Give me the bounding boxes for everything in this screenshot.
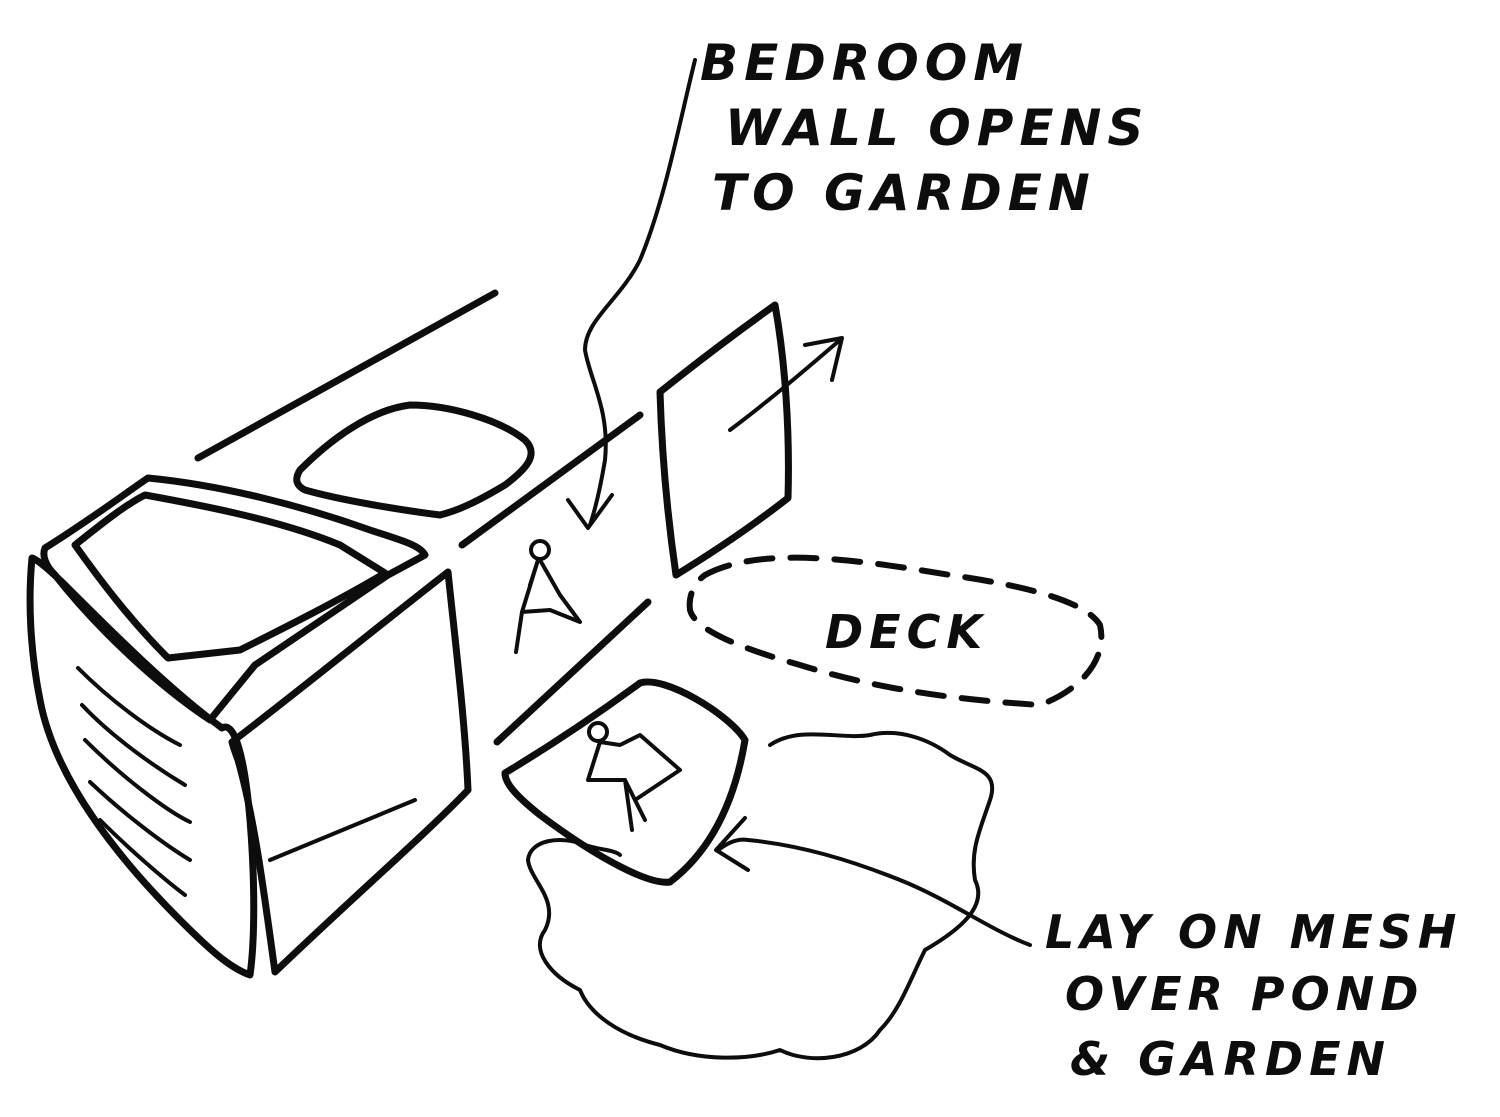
bedroom-note-line-1: BEDROOM — [700, 34, 1029, 92]
bedroom-note-line-3: TO GARDEN — [712, 164, 1096, 222]
corridor-line-lower — [493, 598, 652, 746]
hatch-line — [80, 703, 187, 787]
mesh-note: LAY ON MESH OVER POND & GARDEN — [1045, 905, 1462, 1086]
mesh-leader-arrow-icon — [714, 816, 1032, 947]
standing-person-icon — [514, 539, 582, 654]
mesh-note-line-3: & GARDEN — [1070, 1032, 1391, 1086]
corridor-line-upper — [458, 411, 644, 549]
bedroom-wall-panel — [656, 301, 844, 579]
roof-edge-line — [194, 289, 499, 462]
wall-open-arrow-icon — [728, 336, 844, 432]
block-right-face — [228, 568, 472, 976]
wall-panel-outline — [656, 301, 792, 579]
pond-garden — [501, 678, 1032, 1061]
mesh-note-line-2: OVER POND — [1065, 967, 1424, 1021]
right-face-line — [268, 798, 417, 862]
hatch-line — [83, 738, 192, 824]
building-block — [26, 289, 535, 979]
hatch-line — [76, 666, 182, 747]
hatch-line — [98, 818, 187, 897]
block-left-face — [26, 554, 258, 979]
bedroom-leader-arrow-icon — [566, 58, 697, 530]
roof-skylight — [293, 401, 535, 519]
hatch-line — [88, 780, 192, 862]
pond-outline — [526, 730, 995, 1061]
lying-person-icon — [586, 721, 682, 832]
mesh-platform — [501, 678, 749, 886]
deck-outline — [686, 554, 1105, 709]
bedroom-note-line-2: WALL OPENS — [725, 99, 1149, 157]
corridor — [458, 411, 652, 746]
mesh-note-line-1: LAY ON MESH — [1045, 905, 1462, 959]
bedroom-note: BEDROOM WALL OPENS TO GARDEN — [700, 34, 1149, 222]
deck-label: DECK — [825, 605, 988, 659]
block-top-inner-panel — [71, 491, 389, 662]
